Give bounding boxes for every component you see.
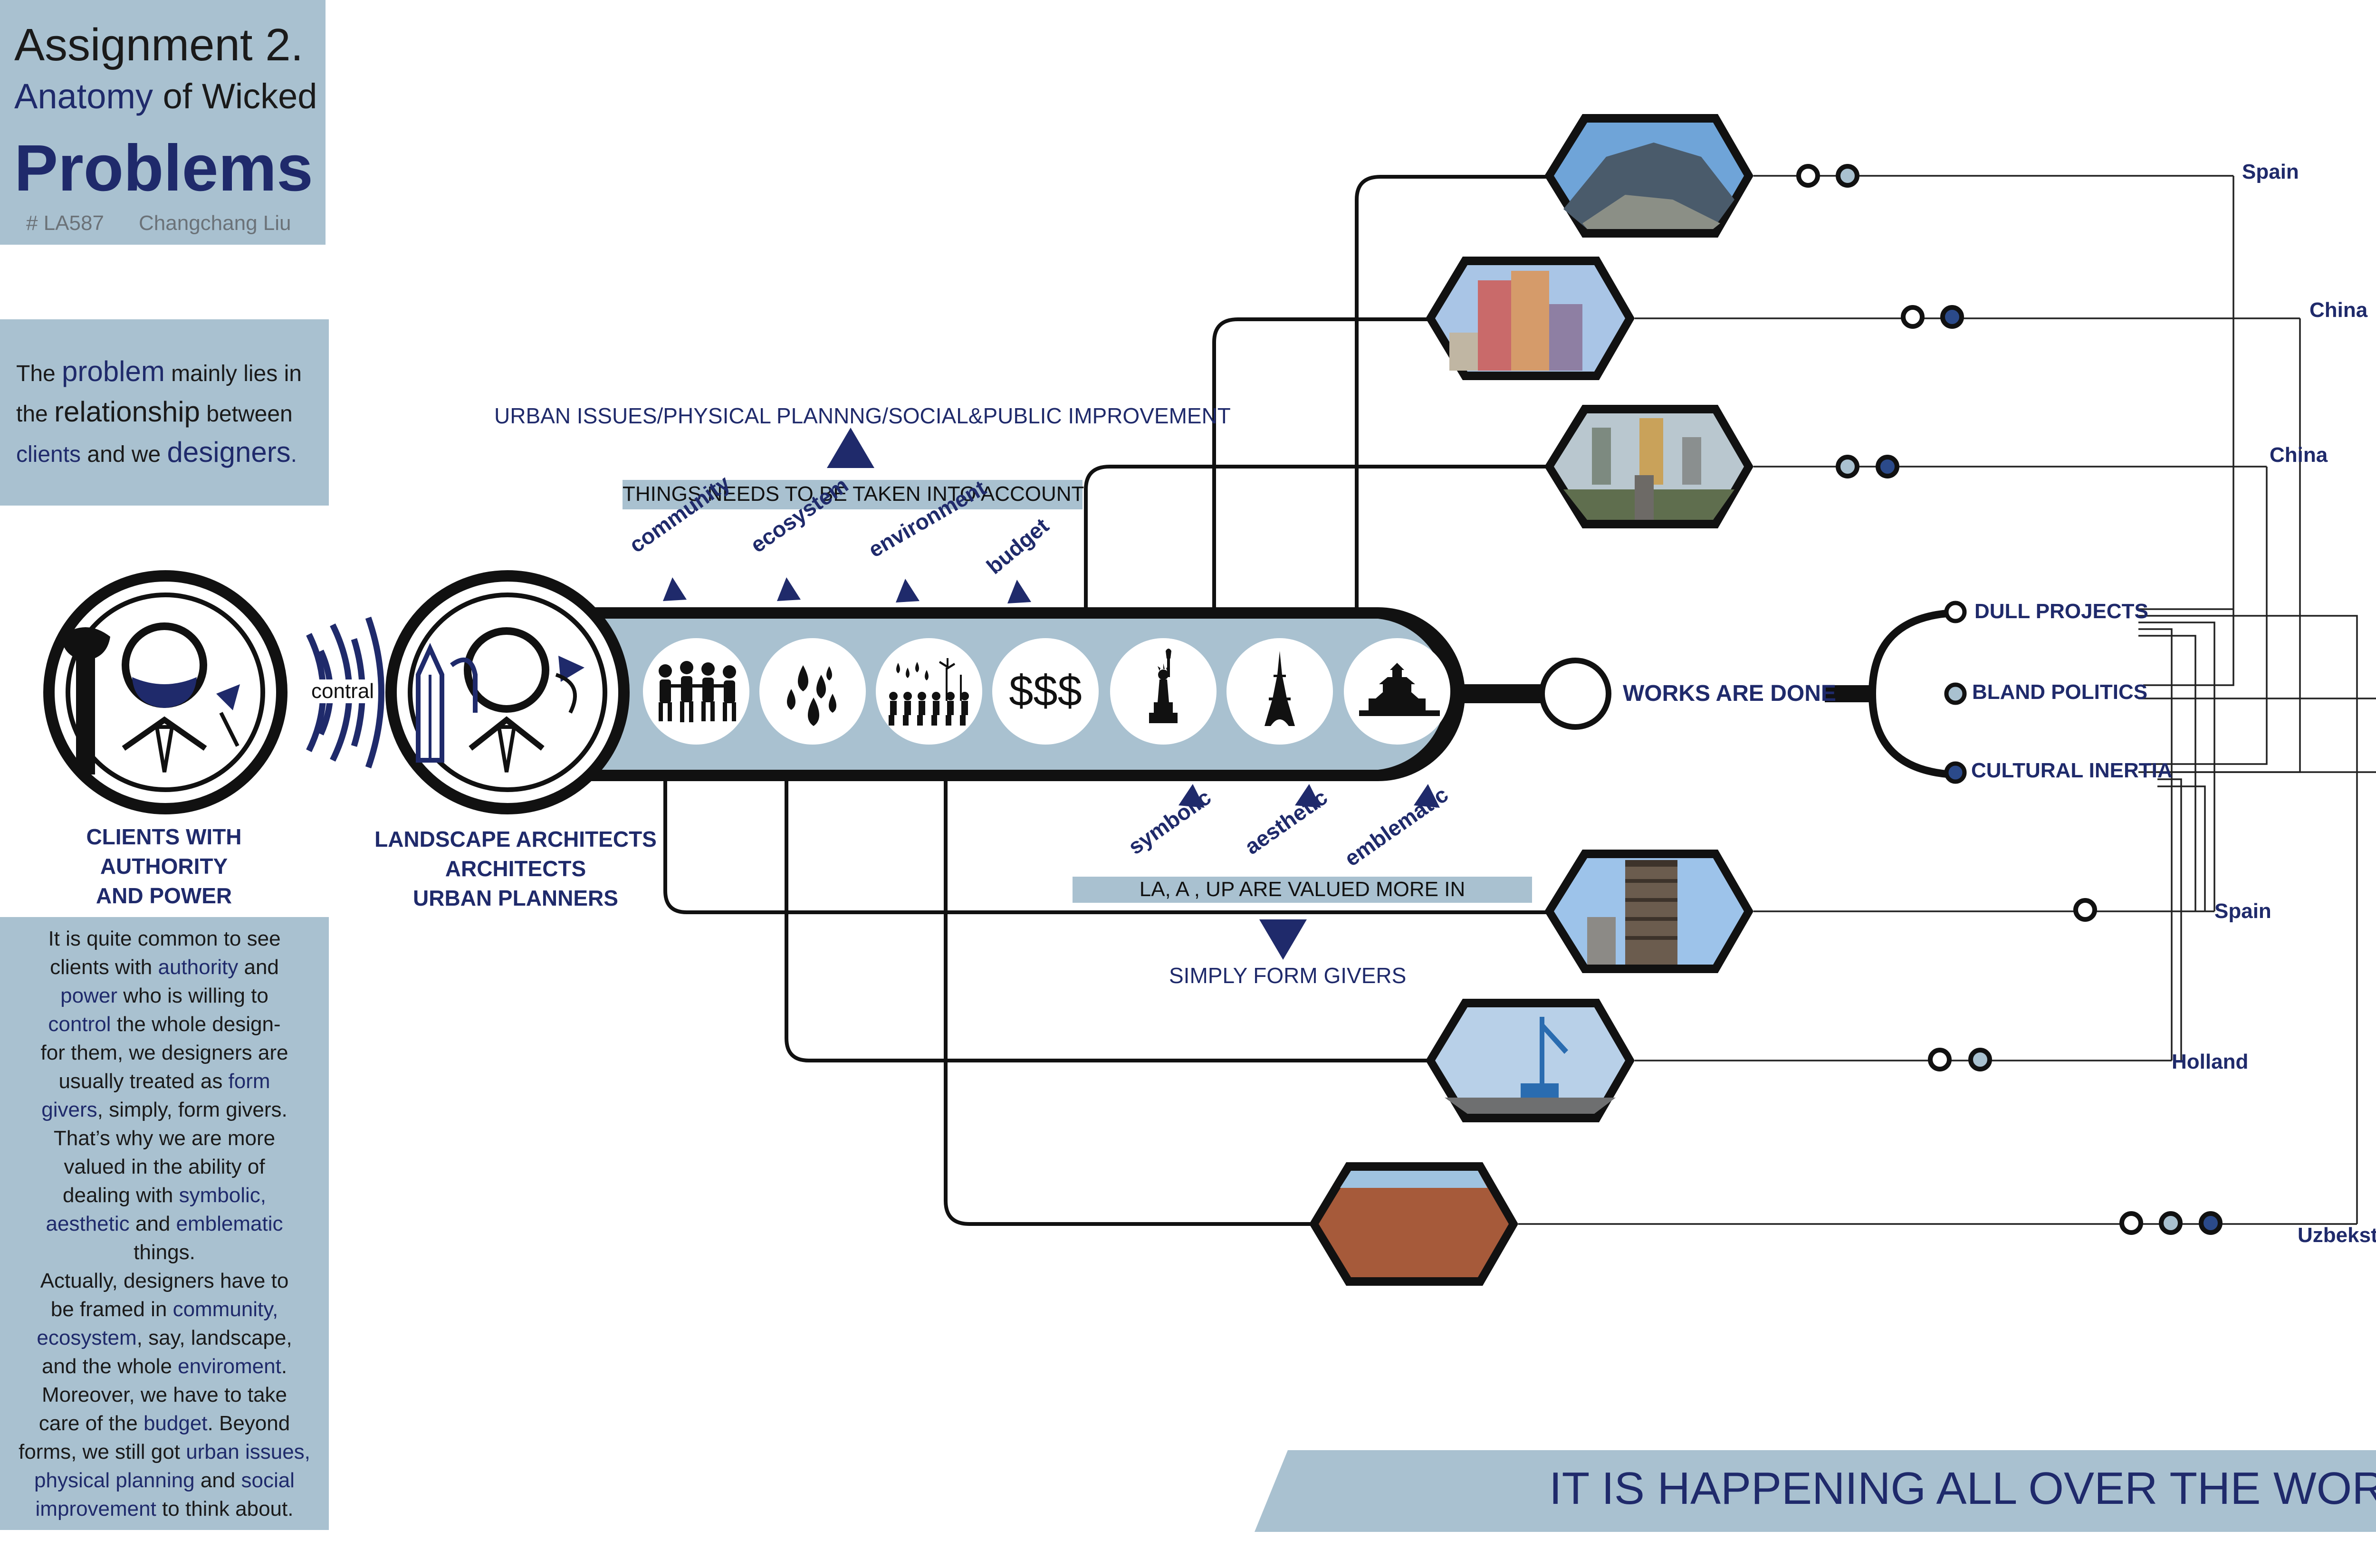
- bottom-box: [1073, 877, 1532, 903]
- photo-china-1: [1426, 257, 1635, 380]
- top-heading: URBAN ISSUES/PHYSICAL PLANNNG/SOCIAL&PUB…: [494, 403, 1231, 428]
- dollar-symbols: $$$: [1009, 667, 1082, 715]
- page-title: Problems: [14, 132, 313, 205]
- subtitle: Anatomy of Wicked: [14, 76, 317, 116]
- intro-line-3: clients and we designers.: [16, 436, 297, 468]
- subtitle-rest: of Wicked: [153, 76, 317, 116]
- clients-figure: [43, 570, 287, 814]
- banner-text: IT IS HAPPENING ALL OVER THE WORLD: [1549, 1463, 2376, 1514]
- photo-holland: [1426, 999, 1635, 1122]
- country-spain-2: Spain: [2214, 899, 2271, 923]
- designers-label: LANDSCAPE ARCHITECTS ARCHITECTS URBAN PL…: [374, 827, 657, 910]
- bottom-heading: SIMPLY FORM GIVERS: [1169, 963, 1407, 988]
- top-box: [623, 480, 1083, 509]
- hex-photos: [1309, 114, 1753, 1286]
- photo-china-2: [1544, 405, 1753, 528]
- control-label: contral: [311, 679, 374, 703]
- factor-cultural-inertia: CULTURAL INERTIA: [1971, 759, 2173, 782]
- bottom-banner: [1255, 1450, 2376, 1532]
- course-code: # LA587: [26, 211, 104, 235]
- assignment-title: Assignment 2.: [14, 19, 304, 70]
- country-uzbekstan: Uzbekstan: [2298, 1224, 2376, 1247]
- clients-label: CLIENTS WITH AUTHORITY AND POWER: [86, 824, 242, 908]
- photo-spain-1: [1544, 114, 1753, 238]
- top-tag-arrows: [663, 577, 1031, 603]
- intro-text: The problem mainly lies in the relations…: [16, 353, 325, 474]
- bottom-tag-arrows: [1178, 784, 1440, 808]
- description-panel: [0, 917, 329, 1530]
- top-box-text: THINGS NEEDS TO BE TAKEN INTO ACCOUNT: [623, 482, 1084, 506]
- intro-line-2: the relationship between: [16, 396, 293, 428]
- photo-uzbekistan: [1309, 1162, 1518, 1286]
- country-spain-1: Spain: [2242, 160, 2299, 183]
- result-label: WORKS ARE DONE: [1623, 681, 1836, 706]
- intro-line-1: The problem mainly lies in: [16, 355, 302, 387]
- factor-dots: [1944, 601, 1967, 784]
- environment-icon: [876, 638, 982, 745]
- title-panel: [0, 0, 326, 245]
- author-name: Changchang Liu: [139, 211, 291, 235]
- designers-figure: [385, 570, 630, 814]
- subtitle-accent: Anatomy: [14, 76, 153, 116]
- country-holland: Holland: [2172, 1050, 2249, 1073]
- country-china-2: China: [2270, 443, 2328, 467]
- water-drops-icon: [759, 638, 866, 745]
- result-connector: [1464, 609, 1954, 778]
- bottom-box-text: LA, A , UP ARE VALUED MORE IN: [1139, 878, 1466, 901]
- factor-network: [2138, 176, 2376, 1224]
- pipeline-connectors: [663, 175, 1549, 1226]
- photo-spain-2: [1544, 850, 1753, 973]
- factor-bland-politics: BLAND POLITICS: [1972, 680, 2148, 704]
- down-arrow-icon: [1259, 919, 1307, 960]
- description-text: It is quite common to see clients with a…: [19, 927, 310, 1520]
- dollar-icon: [992, 638, 1099, 745]
- line-dots: [1796, 164, 2223, 1235]
- pipeline-icons: $$$: [643, 638, 1450, 745]
- factor-dull-projects: DULL PROJECTS: [1974, 600, 2148, 623]
- intro-panel: [0, 319, 329, 506]
- country-china-1: China: [2309, 298, 2368, 322]
- up-arrow-icon: [827, 428, 874, 468]
